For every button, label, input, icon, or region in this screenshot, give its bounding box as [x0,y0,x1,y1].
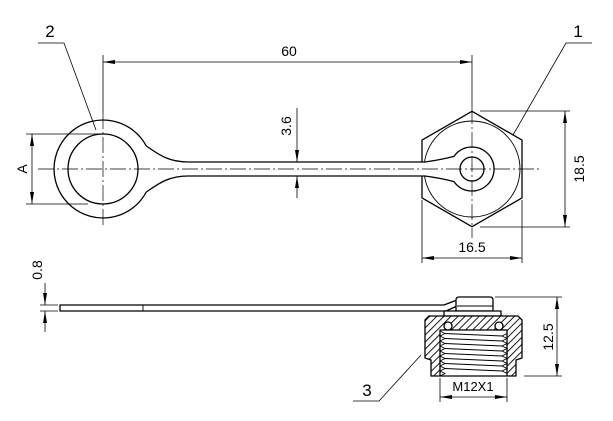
cap-body-section [424,315,523,377]
dimension-ring-size: A [14,133,100,205]
hex-outline [421,110,523,228]
thread-crest-lines [444,333,503,372]
balloon-gasket-number: 3 [362,381,371,400]
balloon-ring-leader [38,42,97,131]
dim-length-label: 60 [281,43,297,59]
dimension-cap-height: 12.5 [495,296,562,377]
dim-cap-height-label: 12.5 [540,323,556,350]
dimension-strap-thickness: 0.8 [29,260,58,332]
dim-cap-width-label: 16.5 [458,239,485,255]
dim-ring-size-label: A [14,164,30,174]
dim-strap-width-label: 3.6 [278,116,294,136]
cap-neck [443,310,502,317]
dimension-length: 60 [102,43,473,113]
balloon-cap-leader [512,42,592,136]
dim-cap-size-label: 18.5 [571,155,587,182]
strap-side-profile [59,299,458,312]
balloon-cap: 1 [512,22,592,136]
dim-thread-label: M12X1 [452,379,493,394]
dim-strap-thickness-label: 0.8 [29,260,45,280]
cap-knob [455,296,494,312]
dimension-thread: M12X1 [439,378,508,402]
thread-right-profile [500,331,509,376]
ring-outer-outline [53,119,147,219]
balloon-cap-number: 1 [573,22,582,41]
side-view [59,296,523,377]
balloon-gasket-leader [353,354,422,402]
thread-left-profile [438,330,447,377]
dimension-strap-width: 3.6 [278,108,299,198]
balloon-ring: 2 [38,22,97,131]
strap-outline [145,145,495,193]
gasket-left-section [443,321,453,331]
balloon-ring-number: 2 [45,22,54,41]
dimension-cap-size: 18.5 [480,110,587,228]
top-view [38,108,540,238]
gasket-right-section [494,321,504,331]
balloon-gasket: 3 [353,354,422,402]
dimension-cap-width: 16.5 [421,200,523,263]
